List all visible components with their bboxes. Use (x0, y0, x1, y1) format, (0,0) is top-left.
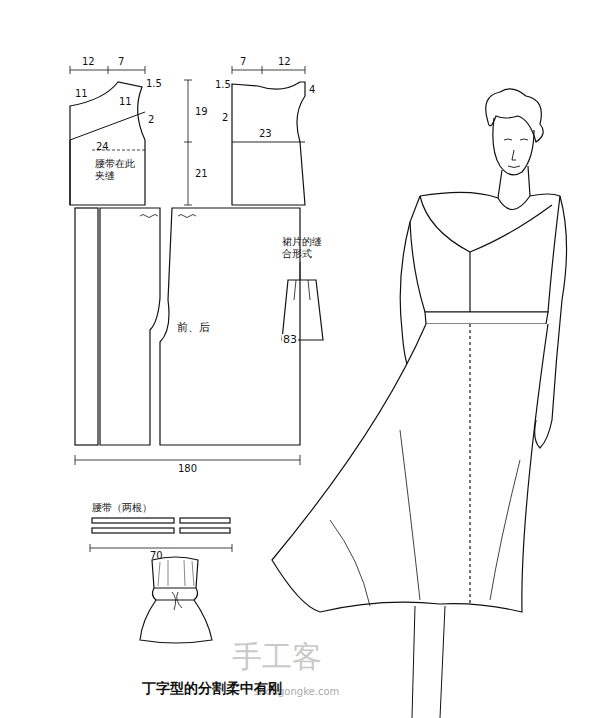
dimension-label: 19 (194, 106, 209, 118)
dress-sketch (140, 557, 212, 643)
dimension-label: 23 (258, 128, 273, 140)
dimension-label: 7 (118, 56, 124, 68)
dimension-label: 4 (309, 84, 315, 96)
dimension-label: 70 (150, 550, 163, 562)
pattern-note: 腰带在此夹缝 (94, 158, 142, 181)
pattern-note: 腰带（两根） (92, 502, 152, 514)
pattern-note: 裙片的缝合形式 (282, 236, 326, 259)
dimension-lines (70, 66, 305, 552)
fashion-figure (272, 89, 567, 718)
dimension-label: 180 (178, 463, 197, 475)
dimension-label: 83 (282, 334, 298, 347)
dimension-label: 11 (74, 88, 89, 100)
dimension-label: 11 (118, 96, 133, 108)
dimension-label: 21 (194, 168, 209, 180)
watermark: 手工客 (232, 640, 322, 675)
dimension-label: 2 (222, 112, 228, 124)
dimension-label: 12 (82, 56, 95, 68)
front-bodice (70, 82, 145, 205)
dimension-label: 7 (240, 56, 246, 68)
dimension-label: 1.5 (146, 78, 162, 90)
caption: 丁字型的分割柔中有刚 (142, 680, 282, 696)
dimension-label: 24 (96, 141, 109, 153)
skirt-pieces (75, 208, 300, 445)
belt-pieces (92, 518, 230, 533)
back-bodice (232, 82, 305, 205)
dimension-label: 12 (278, 56, 291, 68)
pattern-note: 前、后 (176, 322, 211, 335)
dimension-label: 2 (148, 114, 154, 126)
dimension-label: 1.5 (215, 79, 231, 91)
skirt-seam-sketch (282, 262, 323, 340)
